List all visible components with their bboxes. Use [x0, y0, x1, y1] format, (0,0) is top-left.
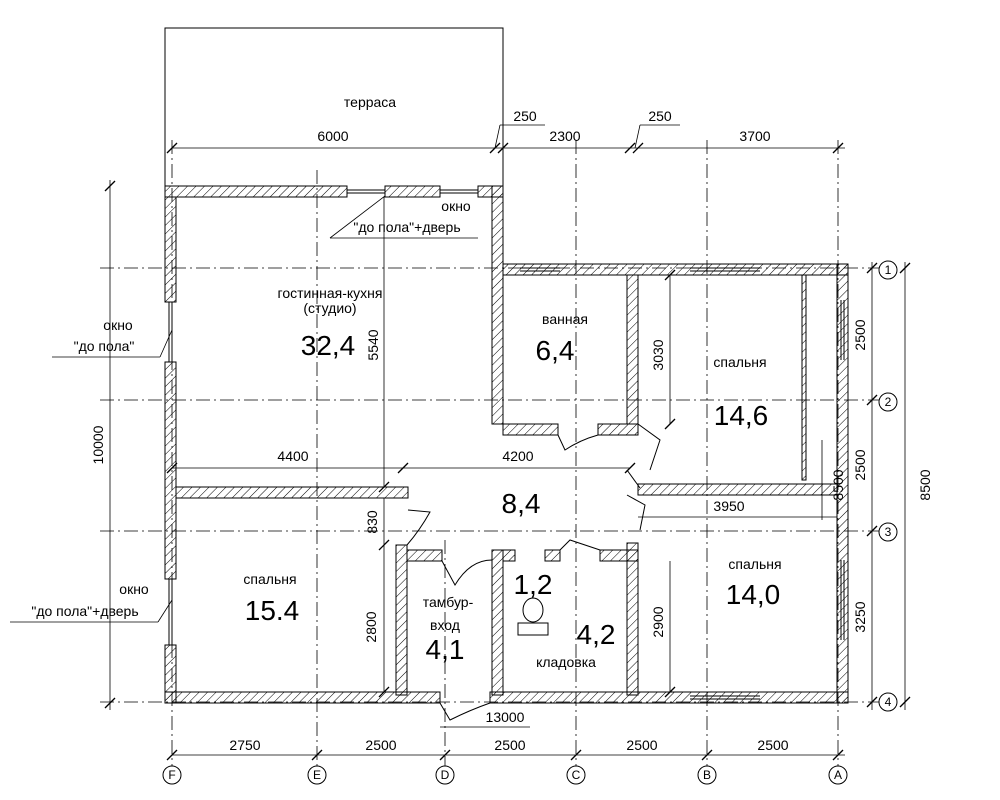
dim-top-3700: 3700	[739, 128, 770, 144]
axis-label-3: 3	[885, 525, 892, 539]
window-note-top-line1: окно	[441, 198, 471, 214]
dim-bottom-2750: 2750	[229, 737, 260, 753]
dim-top-250-b: 250	[648, 108, 672, 124]
axis-bubbles	[162, 260, 898, 785]
axis-label-D: D	[441, 768, 450, 782]
window-note-top-line2: "до пола"+дверь	[353, 219, 460, 235]
living-room-subname: (студио)	[303, 300, 356, 316]
living-room-name: гостинная-кухня	[278, 285, 383, 301]
dim-8500-inner: 8500	[830, 469, 846, 500]
bathroom-area: 6,4	[536, 335, 575, 366]
bedroom-2-name: спальня	[728, 556, 781, 572]
dimension-ticks	[104, 142, 911, 761]
dim-2900: 2900	[650, 606, 666, 637]
dim-bottom-2500-d: 2500	[757, 737, 788, 753]
wc-area: 1,2	[514, 569, 553, 600]
dim-2800: 2800	[363, 611, 379, 642]
bedroom-1-name: спальня	[713, 354, 766, 370]
bedroom-3-area: 15.4	[245, 595, 300, 626]
walls	[164, 185, 849, 704]
axis-label-C: C	[572, 768, 581, 782]
entry-name-line2: вход	[430, 617, 460, 633]
dim-830: 830	[364, 510, 380, 534]
axis-label-2: 2	[885, 395, 892, 409]
window-note-lower-line1: окно	[119, 581, 149, 597]
bedroom-1-area: 14,6	[714, 400, 769, 431]
axis-label-B: B	[703, 768, 711, 782]
doors	[406, 423, 661, 721]
dim-top-6000: 6000	[317, 128, 348, 144]
axis-label-1: 1	[885, 263, 892, 277]
bathroom-name: ванная	[542, 311, 588, 327]
axis-label-A: A	[834, 768, 842, 782]
living-room-area: 32,4	[301, 330, 356, 361]
dim-left-10000: 10000	[90, 425, 106, 464]
hallway-area: 8,4	[502, 488, 541, 519]
terrace	[164, 27, 504, 186]
dim-right-8500: 8500	[917, 469, 933, 500]
dim-bottom-2500-b: 2500	[494, 737, 525, 753]
entry-area: 4,1	[426, 634, 465, 665]
grid-lines	[100, 140, 880, 768]
dim-5540: 5540	[365, 329, 381, 360]
dim-13000: 13000	[486, 709, 525, 725]
dimension-lines	[10, 124, 906, 756]
dim-right-2500-b: 2500	[852, 449, 868, 480]
entry-name-line1: тамбур-	[423, 594, 474, 610]
pantry-area: 4,2	[577, 619, 616, 650]
dim-bottom-2500-a: 2500	[365, 737, 396, 753]
dim-right-3250: 3250	[852, 601, 868, 632]
window-note-left-line1: окно	[103, 317, 133, 333]
axis-label-4: 4	[885, 695, 892, 709]
dim-bottom-2500-c: 2500	[626, 737, 657, 753]
window-note-lower-line2: "до пола"+дверь	[31, 603, 138, 619]
window-note-left-line2: "до пола"	[74, 338, 135, 354]
pantry-name: кладовка	[536, 654, 596, 670]
dim-3950: 3950	[713, 498, 744, 514]
dim-top-250-a: 250	[513, 108, 537, 124]
bedroom-2-area: 14,0	[726, 579, 781, 610]
dim-3030: 3030	[650, 339, 666, 370]
bedroom-3-name: спальня	[243, 571, 296, 587]
terrace-label: терраса	[344, 94, 396, 110]
dim-4400: 4400	[277, 448, 308, 464]
axis-label-E: E	[313, 768, 321, 782]
dim-right-2500-a: 2500	[852, 319, 868, 350]
toilet-icon	[517, 597, 549, 636]
windows	[168, 189, 845, 700]
dim-4200: 4200	[502, 448, 533, 464]
dim-top-2300: 2300	[549, 128, 580, 144]
axis-label-F: F	[168, 768, 175, 782]
